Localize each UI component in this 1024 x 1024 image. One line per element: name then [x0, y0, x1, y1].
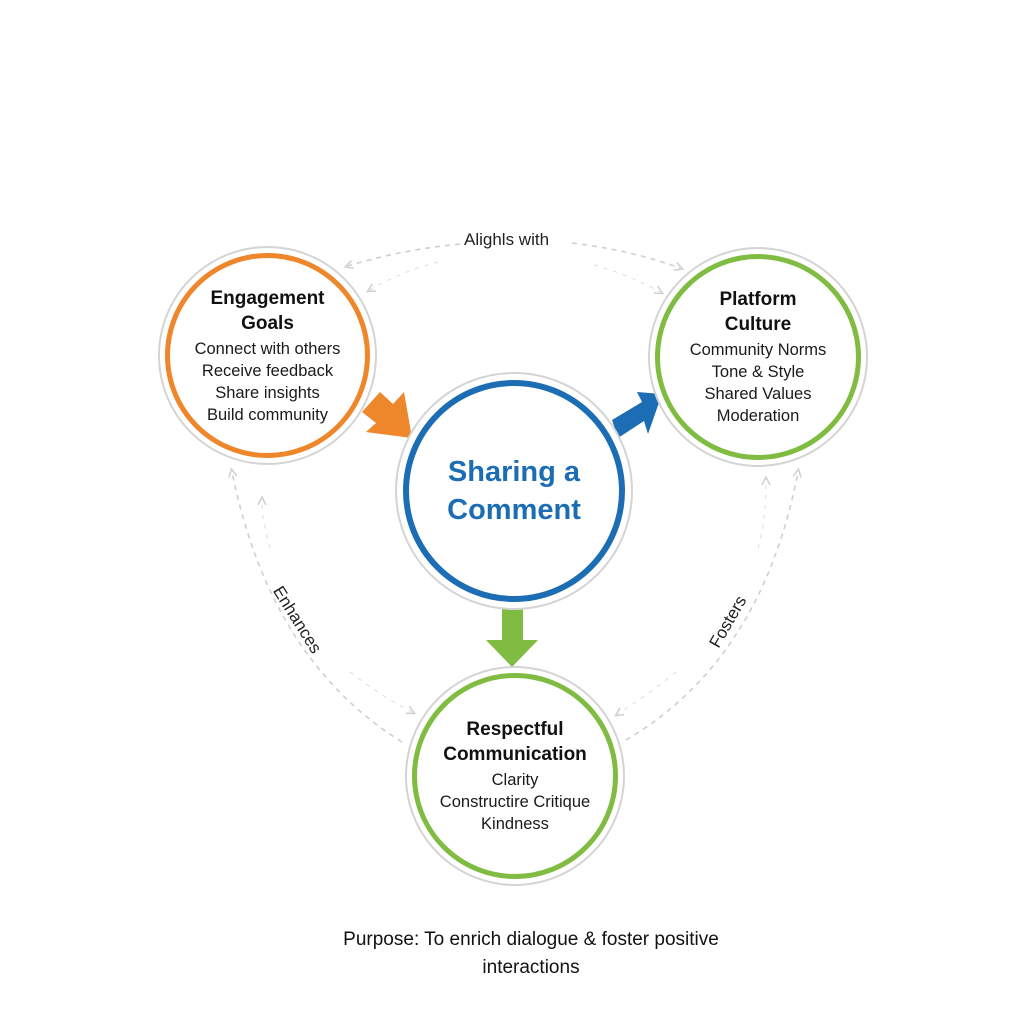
- list-item: Build community: [206, 405, 329, 424]
- list-item: Tone & Style: [711, 363, 805, 381]
- dashed-connector-left: [232, 472, 403, 743]
- list-item: Community Norms: [689, 341, 827, 359]
- list-item: Receive feedback: [201, 361, 334, 380]
- dashed-connector-right-upper: [757, 480, 766, 549]
- purpose-line-1: Purpose: To enrich dialogue & foster pos…: [343, 929, 719, 950]
- purpose-line-2: interactions: [482, 957, 580, 978]
- platform-culture-title: Platform Culture: [719, 289, 797, 335]
- dashed-connector-right: [625, 472, 798, 741]
- list-item: Kindness: [481, 815, 549, 833]
- list-item: Constructire Critique: [439, 793, 591, 811]
- purpose-statement: Purpose: To enrich dialogue & foster pos…: [0, 926, 1024, 982]
- dashed-connector-right-lower: [618, 671, 677, 714]
- arrow-center-to-communication: [486, 608, 538, 667]
- list-item: Clarity: [491, 771, 539, 789]
- list-item: Share insights: [215, 383, 320, 402]
- arrow-center-to-culture: [612, 392, 662, 438]
- dashed-connector-top-right-inner: [593, 264, 660, 292]
- engagement-goals-title: Engagement Goals: [210, 287, 325, 334]
- platform-culture-node-ring: Platform Culture Community Norms Tone & …: [648, 247, 868, 467]
- arrow-engagement-to-center: [362, 392, 412, 438]
- engagement-goals-list: Connect with others Receive feedback Sha…: [195, 338, 341, 426]
- dashed-connector-left-lower: [349, 671, 412, 712]
- dashed-connector-top: [348, 243, 461, 266]
- respectful-communication-title: Respectful Communication: [443, 719, 587, 765]
- respectful-communication-node-ring: Respectful Communication Clarity Constru…: [405, 666, 625, 886]
- list-item: Shared Values: [704, 385, 812, 403]
- engagement-goals-node: Engagement Goals Connect with others Rec…: [165, 253, 370, 458]
- dashed-connector-top-right: [571, 242, 680, 268]
- engagement-goals-node-ring: Engagement Goals Connect with others Rec…: [158, 246, 377, 465]
- edge-label-aligns-with: Alighls with: [460, 230, 554, 250]
- platform-culture-list: Community Norms Tone & Style Shared Valu…: [690, 339, 827, 427]
- respectful-communication-list: Clarity Constructire Critique Kindness: [440, 769, 590, 835]
- sharing-comment-node-ring: Sharing a Comment: [395, 372, 633, 610]
- sharing-comment-title: Sharing a Comment: [447, 456, 581, 526]
- list-item: Moderation: [716, 407, 800, 425]
- dashed-connector-top-inner: [370, 261, 439, 290]
- respectful-communication-node: Respectful Communication Clarity Constru…: [412, 673, 618, 879]
- list-item: Connect with others: [194, 339, 341, 358]
- platform-culture-node: Platform Culture Community Norms Tone & …: [655, 254, 861, 460]
- dashed-connector-left-upper: [262, 500, 271, 549]
- sharing-comment-node: Sharing a Comment: [403, 380, 625, 602]
